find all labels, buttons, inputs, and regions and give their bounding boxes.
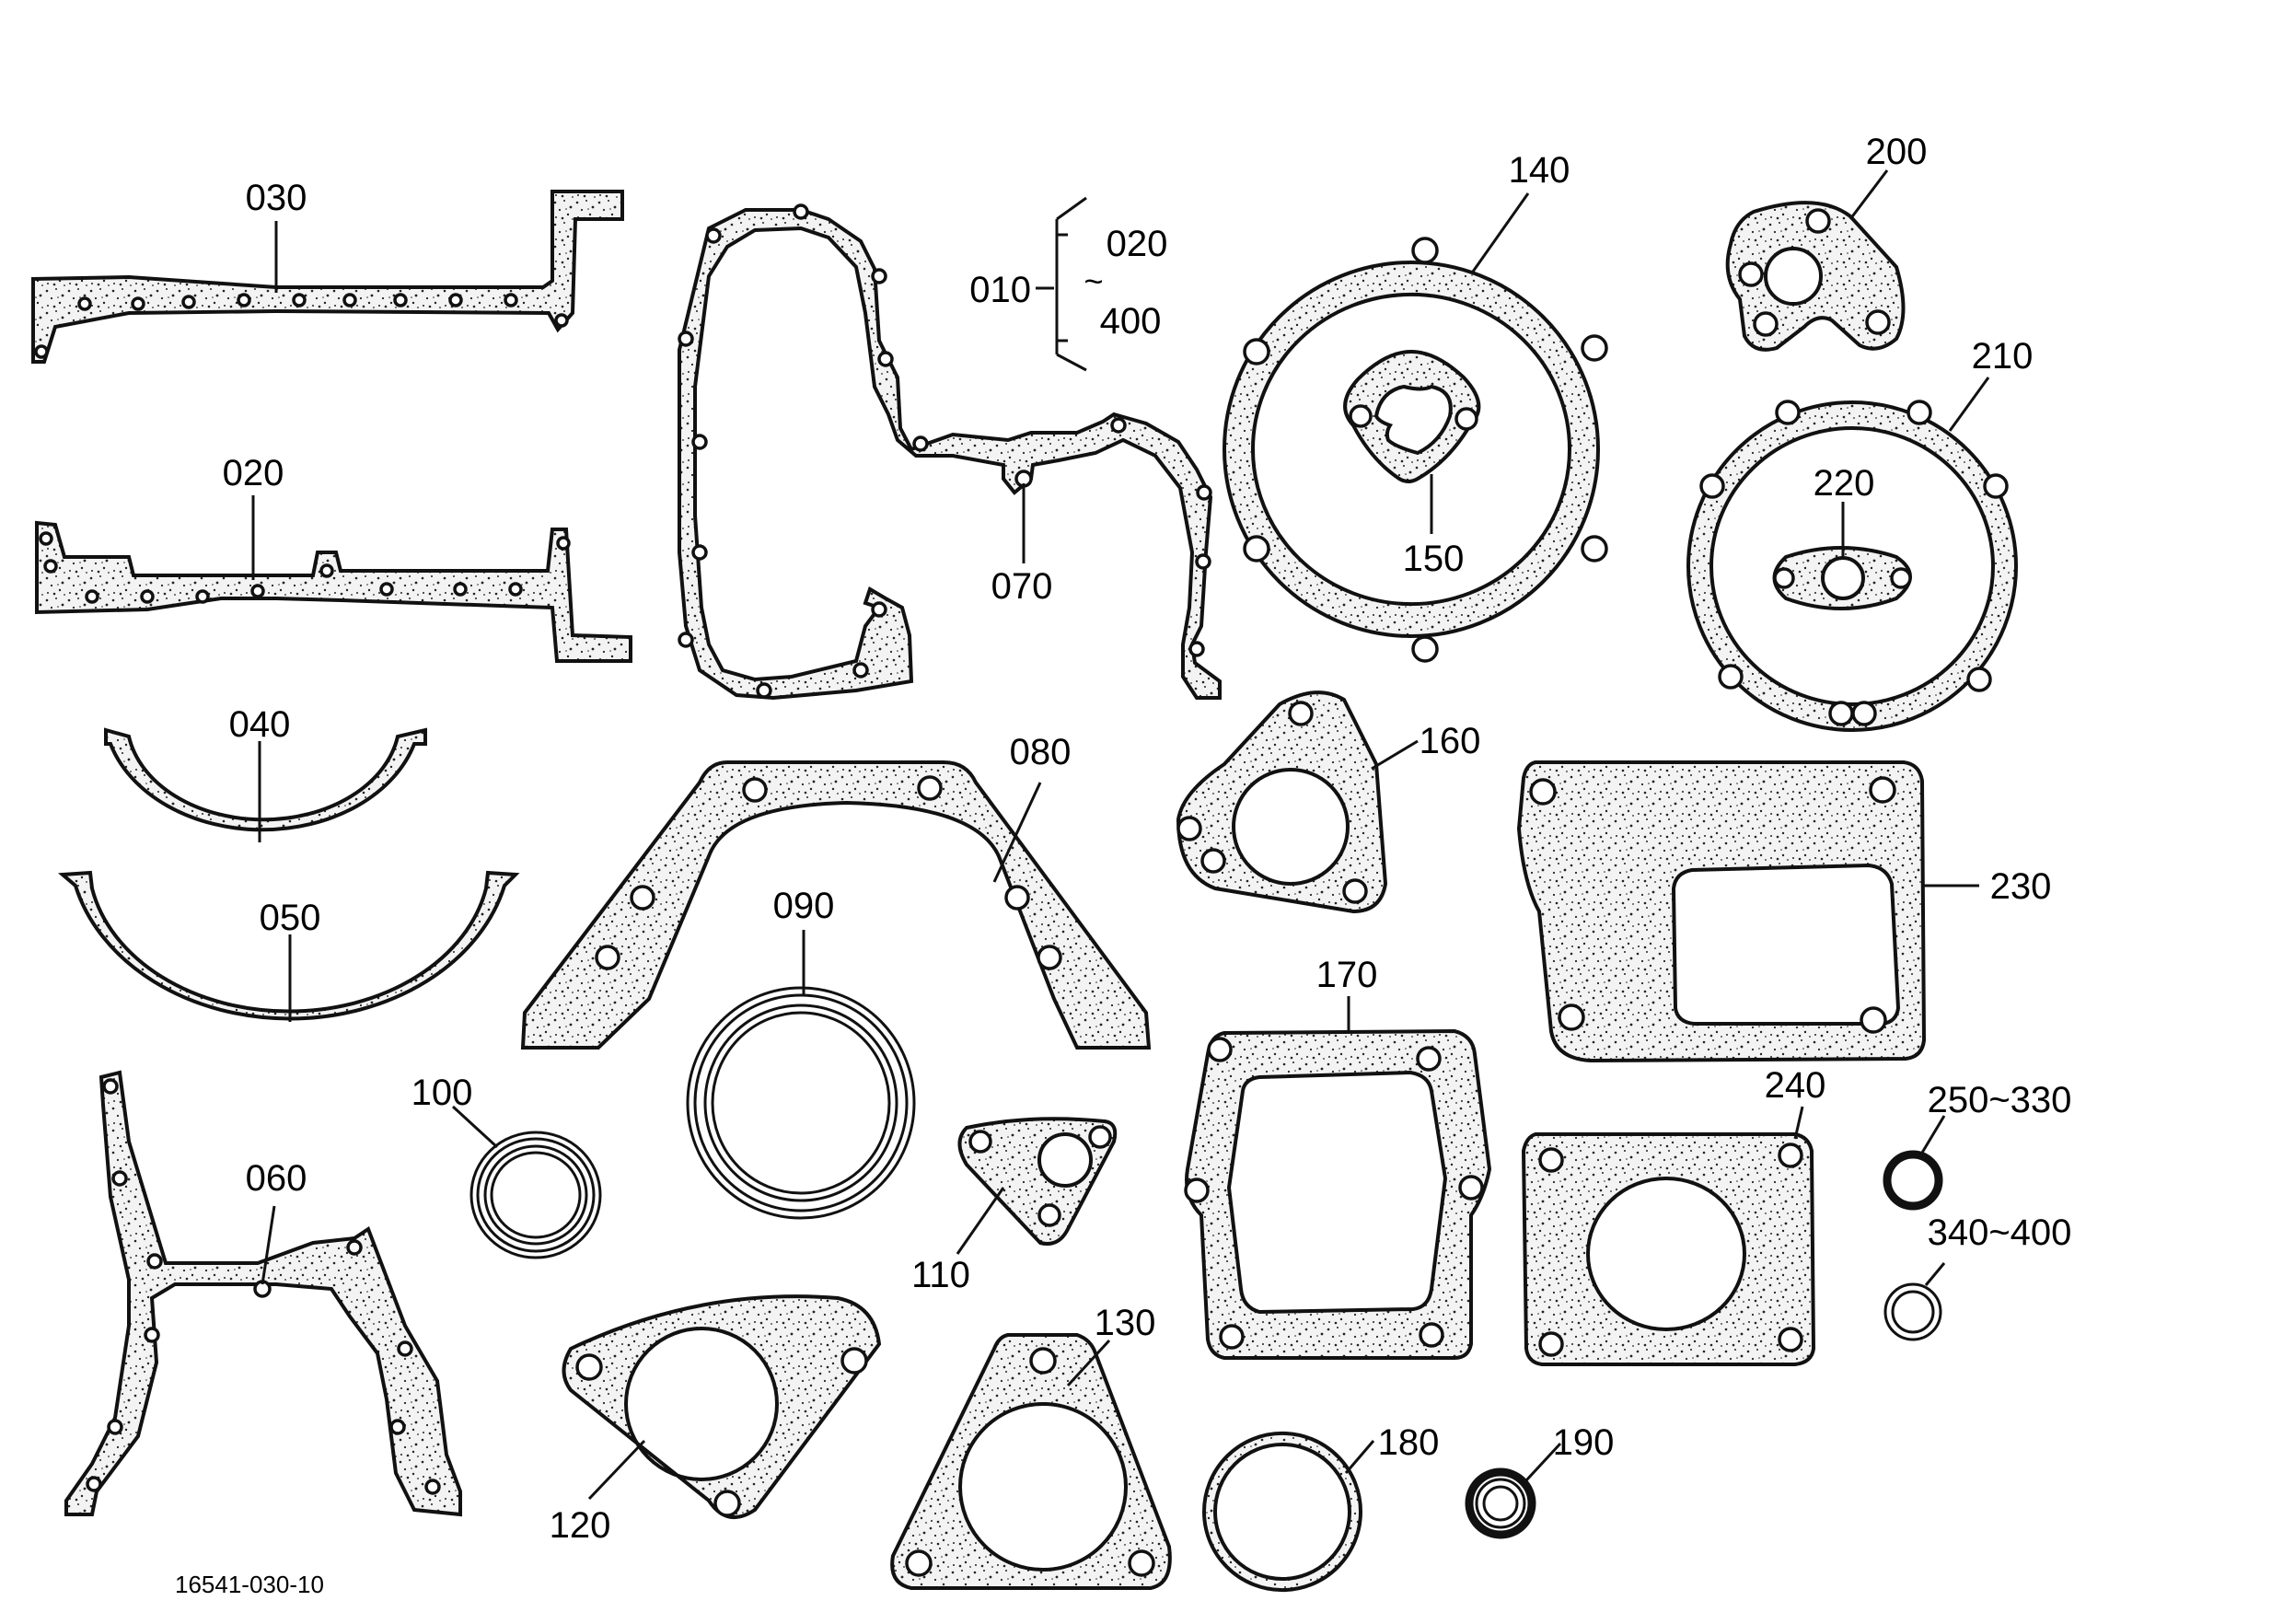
callout-090: 090: [773, 886, 835, 926]
part-340-400-washer: [1883, 1262, 1946, 1341]
callout-250-330: 250~330: [1928, 1080, 2072, 1120]
part-040-thrust-gasket: [104, 727, 427, 842]
part-100-oil-seal: [451, 1105, 602, 1259]
part-160-gasket: [1176, 690, 1419, 914]
part-110-gasket: [956, 1117, 1118, 1255]
callout-010-range-to: 400: [1100, 301, 1162, 342]
callout-140: 140: [1509, 150, 1570, 191]
part-130-gasket: [890, 1333, 1172, 1590]
callout-120: 120: [550, 1505, 611, 1546]
callout-200: 200: [1866, 132, 1928, 172]
callout-010-range-from: 020: [1107, 224, 1168, 264]
part-050-thrust-gasket: [57, 870, 520, 1022]
callout-040: 040: [229, 704, 291, 745]
callout-220: 220: [1814, 463, 1875, 504]
part-240-gasket: [1521, 1106, 1816, 1366]
callout-230: 230: [1990, 866, 2052, 907]
part-060-gasket: [64, 1070, 462, 1517]
callout-010-range-tilde: ~: [1084, 262, 1103, 300]
callout-180: 180: [1378, 1422, 1440, 1463]
part-210-gasket: [1686, 377, 2019, 732]
callout-070: 070: [991, 566, 1053, 607]
callout-170: 170: [1316, 955, 1378, 995]
part-090-oil-seal: [686, 930, 916, 1220]
part-170-gasket: [1184, 996, 1492, 1360]
callout-010: 010: [969, 270, 1031, 310]
callout-150: 150: [1403, 539, 1465, 579]
callout-030: 030: [246, 178, 307, 218]
part-220-gasket: [1772, 502, 1912, 610]
part-020-gasket: [35, 495, 632, 663]
part-080-gasket: [520, 760, 1152, 1050]
callout-340-400: 340~400: [1928, 1212, 2072, 1253]
callout-160: 160: [1420, 721, 1481, 761]
drawing-code: 16541-030-10: [175, 1571, 324, 1598]
part-190-seal: [1465, 1442, 1562, 1539]
callout-240: 240: [1765, 1065, 1826, 1106]
callout-210: 210: [1972, 336, 2034, 377]
part-200-gasket: [1725, 169, 1906, 352]
part-180-gasket: [1201, 1432, 1375, 1592]
callout-130: 130: [1095, 1303, 1156, 1343]
part-150-gasket: [1343, 349, 1481, 534]
callout-050: 050: [260, 898, 321, 938]
callout-110: 110: [911, 1255, 970, 1295]
part-230-gasket: [1516, 760, 1979, 1063]
callout-190: 190: [1553, 1422, 1615, 1463]
kit-bracket-010: [1036, 196, 1087, 372]
part-030-gasket: [31, 190, 624, 364]
callout-080: 080: [1010, 732, 1072, 772]
part-140-gasket: [1222, 192, 1608, 663]
callout-020: 020: [223, 453, 284, 493]
callout-060: 060: [246, 1158, 307, 1199]
part-070-gasket: [678, 203, 1222, 701]
part-250-330-o-ring: [1883, 1115, 1946, 1211]
callout-100: 100: [411, 1073, 473, 1113]
part-120-gasket: [562, 1294, 882, 1519]
